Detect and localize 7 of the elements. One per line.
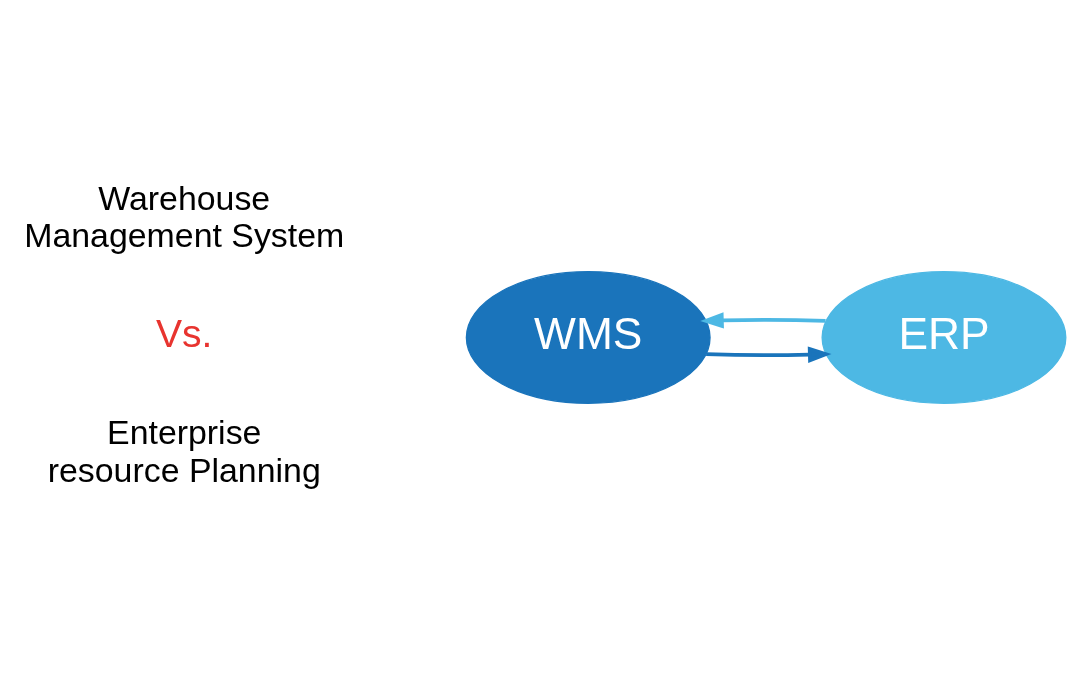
label: Enterprise resource Planning — [47, 413, 321, 489]
arrow — [700, 312, 826, 329]
node-ellipse: ERP — [821, 271, 1067, 404]
arrow — [706, 346, 832, 363]
node-ellipse: WMS — [465, 271, 711, 404]
label: Warehouse Management System — [24, 178, 345, 255]
label: Vs. — [156, 312, 213, 356]
